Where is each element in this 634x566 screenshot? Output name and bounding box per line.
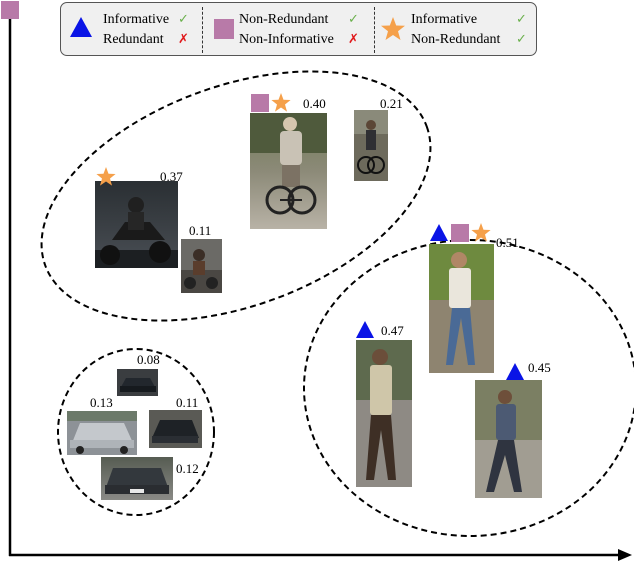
score-car-silver: 0.13: [90, 395, 113, 410]
score-car-dark: 0.11: [176, 395, 199, 410]
check-icon: ✓: [516, 32, 527, 47]
image-pedestrian-white-shirt: [429, 244, 494, 373]
check-icon: ✓: [178, 12, 189, 27]
legend: Informative ✓ Redundant ✗ Non-Redundant …: [60, 2, 537, 56]
cluster-outline-cyclists: [40, 70, 432, 322]
score-bicyclist-man: 0.40: [303, 96, 326, 111]
cross-icon: ✗: [348, 32, 359, 47]
triangle-icon: [70, 17, 92, 37]
legend-separator-2: [374, 7, 375, 53]
check-icon: ✓: [348, 12, 359, 27]
image-bicyclist-distant: [354, 110, 388, 181]
legend-col1-line2: Redundant: [103, 32, 164, 47]
score-car-small: 0.08: [137, 352, 160, 367]
legend-col2-line1: Non-Redundant: [239, 12, 329, 27]
star-icon: [381, 17, 405, 40]
image-pedestrian-plaid: [475, 380, 542, 498]
square-icon: [451, 224, 469, 242]
legend-col2-line2: Non-Informative: [239, 32, 334, 47]
image-car-small: [117, 369, 158, 396]
image-car-dark: [149, 410, 202, 448]
triangle-icon: [430, 224, 448, 241]
image-pedestrian-cap: [356, 340, 412, 487]
star-icon: [96, 167, 116, 186]
square-icon: [251, 94, 269, 112]
image-bicyclist-man: [250, 113, 327, 229]
image-car-bmw: [101, 457, 173, 500]
star-icon: [471, 223, 491, 242]
score-car-bmw: 0.12: [176, 461, 199, 476]
cluster-outline-cars: [57, 348, 215, 516]
image-scooter-rider: [181, 239, 222, 293]
square-icon: [1, 1, 19, 19]
image-car-silver: [67, 411, 137, 455]
triangle-icon: [506, 363, 524, 380]
image-motorcyclist: [95, 181, 178, 268]
legend-col3-line1: Informative: [411, 12, 478, 27]
score-motorcyclist: 0.37: [160, 169, 183, 184]
star-icon: [271, 93, 291, 112]
legend-col1-line1: Informative: [103, 12, 170, 27]
cluster-outline-pedestrians: [303, 239, 634, 537]
score-pedestrian-white-shirt: 0.51: [496, 235, 519, 250]
triangle-icon: [356, 321, 374, 338]
check-icon: ✓: [516, 12, 527, 27]
score-pedestrian-plaid: 0.45: [528, 360, 551, 375]
score-bicyclist-distant: 0.21: [380, 96, 403, 111]
legend-col3-line2: Non-Redundant: [411, 32, 501, 47]
score-pedestrian-cap: 0.47: [381, 323, 404, 338]
score-scooter-rider: 0.11: [189, 223, 212, 238]
legend-separator-1: [202, 7, 203, 53]
x-axis-arrowhead: [618, 549, 632, 561]
square-icon: [214, 19, 234, 39]
cross-icon: ✗: [178, 32, 189, 47]
